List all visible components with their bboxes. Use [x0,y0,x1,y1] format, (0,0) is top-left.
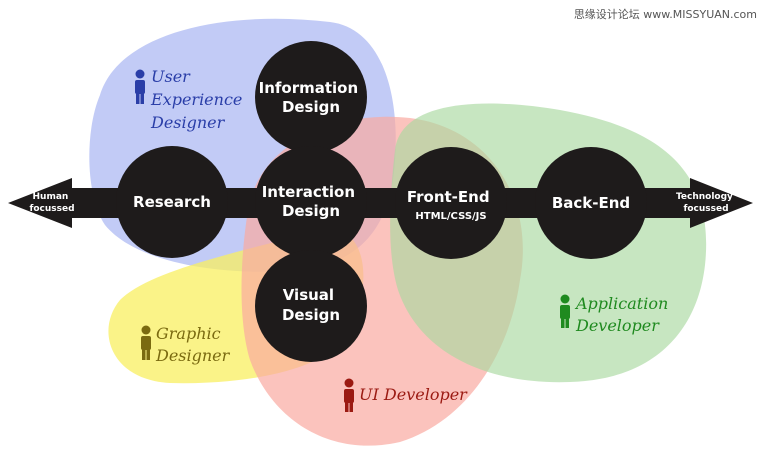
back-end-node [535,147,647,259]
application-developer-person-icon [560,294,570,328]
visual-design-node-label: Visual Design [282,286,340,324]
axis-right-label: Technology focussed [676,192,736,214]
ui-developer-label: UI Developer [359,385,468,404]
information-design-node-label: Information Design [259,79,364,116]
watermark: 思缘设计论坛 www.MISSYUAN.com [573,8,757,21]
ux-designer-person-icon [135,69,145,104]
front-end-node-label: Front-End HTML/CSS/JS [407,187,495,222]
interaction-design-node-label: Interaction Design [262,183,361,220]
back-end-node-label: Back-End [552,194,630,212]
research-node [116,146,228,258]
graphic-designer-label: Graphic Designer [155,324,231,365]
research-node-label: Research [133,193,211,211]
interaction-design-node [255,146,367,258]
axis-left-label: Human focussed [29,192,74,214]
ui-developer-person-icon [344,378,354,412]
application-developer-label: Application Developer [574,294,673,335]
front-end-node [395,147,507,259]
information-design-node [255,41,367,153]
ux-designer-label: User Experience Designer [150,67,247,132]
graphic-designer-person-icon [141,325,151,360]
visual-design-node [255,250,367,362]
